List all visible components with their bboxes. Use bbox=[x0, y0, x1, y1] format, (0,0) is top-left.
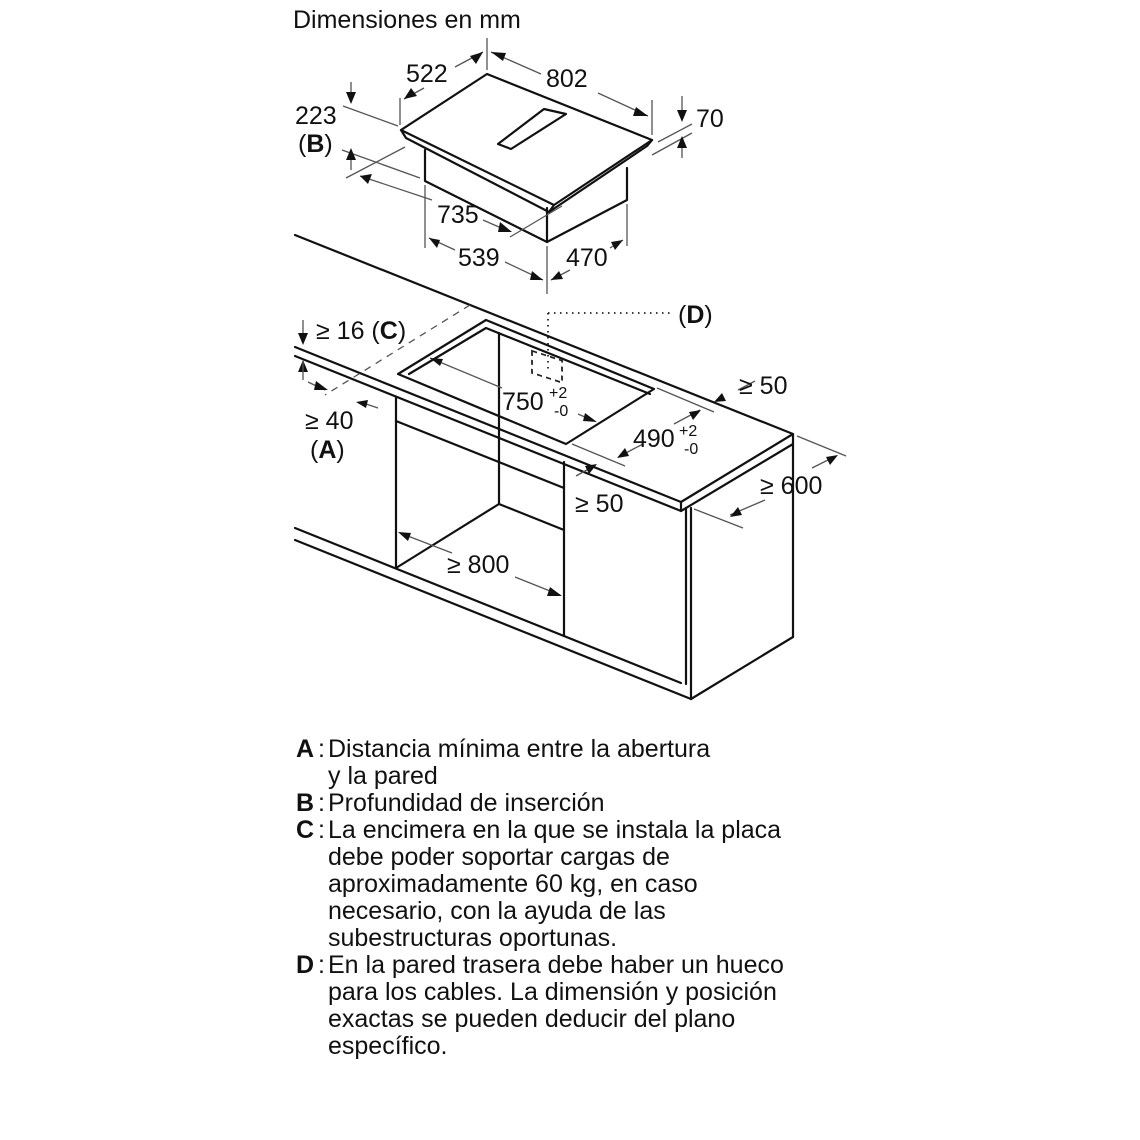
cabinet-illustration bbox=[293, 395, 795, 701]
cooktop-illustration bbox=[399, 72, 654, 244]
dim-depth-label: 522 bbox=[406, 60, 448, 88]
dim-cutout-length-tol-minus: -0 bbox=[554, 403, 568, 420]
dim-wall-distance-ref: (A) bbox=[310, 436, 345, 464]
dim-wall-distance-label: ≥ 40 bbox=[305, 407, 353, 435]
dim-body-height-label: 470 bbox=[566, 244, 608, 272]
dim-worktop-thickness-label: ≥ 16 (C) bbox=[316, 317, 406, 345]
legend-item-c: C: La encimera en la que se instala la p… bbox=[296, 816, 782, 952]
legend-key: D bbox=[296, 951, 315, 979]
dim-insertion-depth-label: 223 bbox=[295, 102, 337, 130]
dim-rear-clearance-label: ≥ 50 bbox=[739, 372, 787, 400]
installation-dimension-lines bbox=[298, 320, 847, 596]
dim-insertion-depth-ref: (B) bbox=[298, 130, 333, 158]
installation-dimension-labels: ≥ 16 (C) ≥ 40 (A) 750 +2 -0 490 +2 -0 ≥ … bbox=[305, 301, 822, 579]
cable-ref-label: (D) bbox=[678, 301, 713, 329]
legend-item-b: B: Profundidad de inserción bbox=[296, 789, 605, 817]
dim-cutout-length-tol-plus: +2 bbox=[549, 385, 567, 402]
legend: A: Distancia mínima entre la abertura y … bbox=[296, 736, 784, 1060]
dim-cutout-width-tol-minus: -0 bbox=[684, 441, 698, 458]
drawing-title: Dimensiones en mm bbox=[293, 6, 521, 34]
legend-item-d: D: En la pared trasera debe haber un hue… bbox=[296, 951, 784, 1060]
dim-worktop-depth-label: ≥ 600 bbox=[760, 472, 822, 500]
dim-cutout-width-tol-plus: +2 bbox=[679, 423, 697, 440]
legend-key: C bbox=[296, 816, 315, 844]
legend-key: B bbox=[296, 789, 315, 817]
legend-text: Profundidad de inserción bbox=[328, 789, 605, 817]
cooktop-dimension-labels: 522 802 70 223 (B) 735 539 470 bbox=[295, 60, 724, 272]
dim-width-label: 802 bbox=[546, 65, 588, 93]
dim-height-label: 70 bbox=[696, 105, 724, 133]
legend-item-a: A: Distancia mínima entre la abertura y … bbox=[296, 735, 711, 790]
dim-front-clearance-label: ≥ 50 bbox=[575, 490, 623, 518]
worktop-illustration bbox=[293, 233, 795, 513]
dim-body-depth-label: 539 bbox=[458, 244, 500, 272]
legend-key: A bbox=[296, 735, 315, 763]
legend-text: La encimera en la que se instala la plac… bbox=[328, 816, 782, 952]
legend-text: Distancia mínima entre la abertura y la … bbox=[328, 735, 711, 790]
cooktop-dimension-lines bbox=[341, 38, 693, 294]
dim-cutout-width-label: 490 bbox=[633, 425, 675, 453]
dim-cutout-length-label: 750 bbox=[502, 388, 544, 416]
legend-text: En la pared trasera debe haber un hueco … bbox=[328, 951, 784, 1060]
dim-cabinet-width-label: ≥ 800 bbox=[447, 551, 509, 579]
dim-body-width-label: 735 bbox=[437, 201, 479, 229]
